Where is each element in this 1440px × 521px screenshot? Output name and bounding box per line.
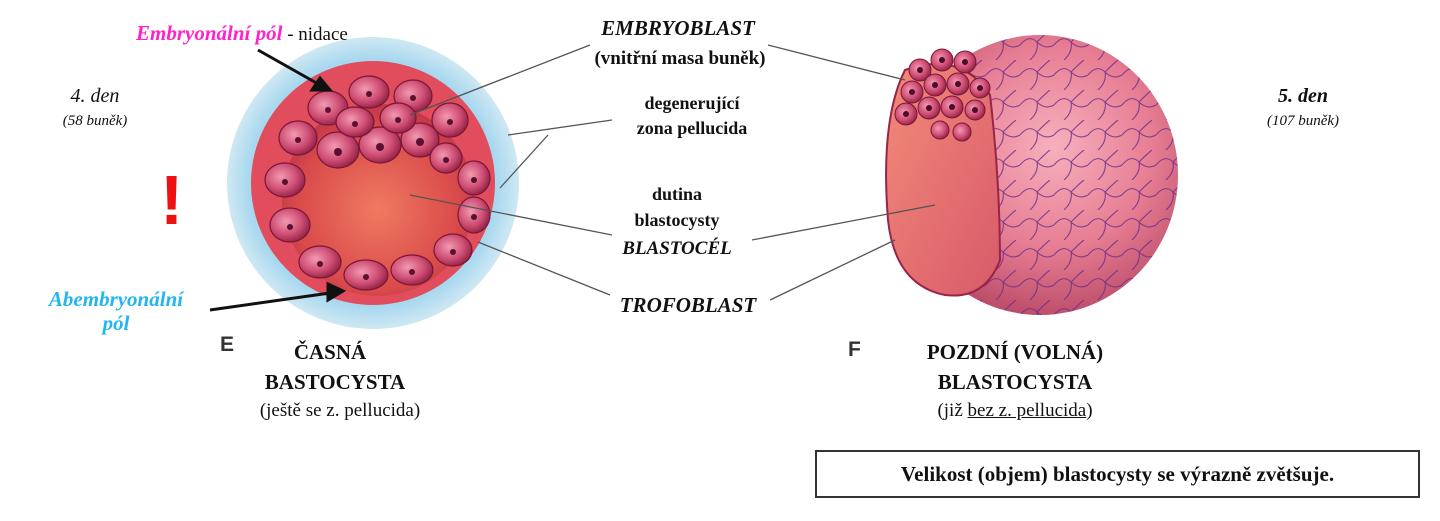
blastocoel-label: BLASTOCÉL	[622, 238, 732, 259]
pole-arrows	[209, 48, 347, 312]
abembryonal-pole-line2: pól	[102, 311, 130, 335]
right-subtitle-prefix: (již	[937, 400, 968, 421]
size-note-text: Velikost (objem) blastocysty se výrazně …	[900, 461, 1335, 486]
right-title-line1: POZDNÍ (VOLNÁ)	[926, 340, 1104, 364]
left-title-line2: BASTOCYSTA	[264, 370, 406, 394]
right-subtitle-suffix: )	[1086, 400, 1093, 421]
trophoblast-label: TROFOBLAST	[619, 293, 757, 317]
inner-cell-nuclei	[903, 57, 983, 117]
left-subtitle: (ještě se z. pellucida)	[259, 400, 421, 421]
right-title-line2: BLASTOCYSTA	[937, 370, 1093, 394]
exclamation-mark: !	[160, 161, 184, 239]
abembryonal-pole-line1: Abembryonální	[48, 287, 184, 311]
embryonal-pole-label: Embryonální pól - nidace	[136, 21, 348, 46]
right-subtitle-underlined: bez z. pellucida	[967, 400, 1087, 421]
left-panel-letter: E	[220, 333, 235, 356]
right-cell-count: (107 buněk)	[1266, 113, 1340, 129]
zona-label-line2: zona pellucida	[636, 118, 748, 138]
left-title-line1: ČASNÁ	[293, 340, 367, 364]
embryoblast-description: (vnitřní masa buněk)	[594, 48, 766, 69]
cavity-label-line1: dutina	[651, 184, 703, 204]
leader-lines	[409, 44, 936, 301]
left-cell-count: (58 buněk)	[62, 113, 128, 129]
embryoblast-label: EMBRYOBLAST	[601, 16, 755, 40]
size-note-box: Velikost (objem) blastocysty se výrazně …	[815, 450, 1420, 498]
cavity-label-line2: blastocysty	[634, 210, 720, 230]
right-panel-letter: F	[848, 338, 861, 361]
zona-label-line1: degenerující	[644, 93, 740, 113]
right-subtitle: (již bez z. pellucida)	[880, 400, 1150, 422]
embryonal-pole-text: Embryonální pól	[136, 21, 283, 45]
late-blastocyst-illustration	[885, 35, 1178, 315]
cell-nuclei	[282, 91, 477, 280]
nidation-text: - nidace	[282, 24, 348, 45]
early-blastocyst-illustration	[227, 37, 519, 329]
left-day-label: 4. den	[70, 85, 120, 107]
right-day-label: 5. den	[1278, 85, 1328, 107]
